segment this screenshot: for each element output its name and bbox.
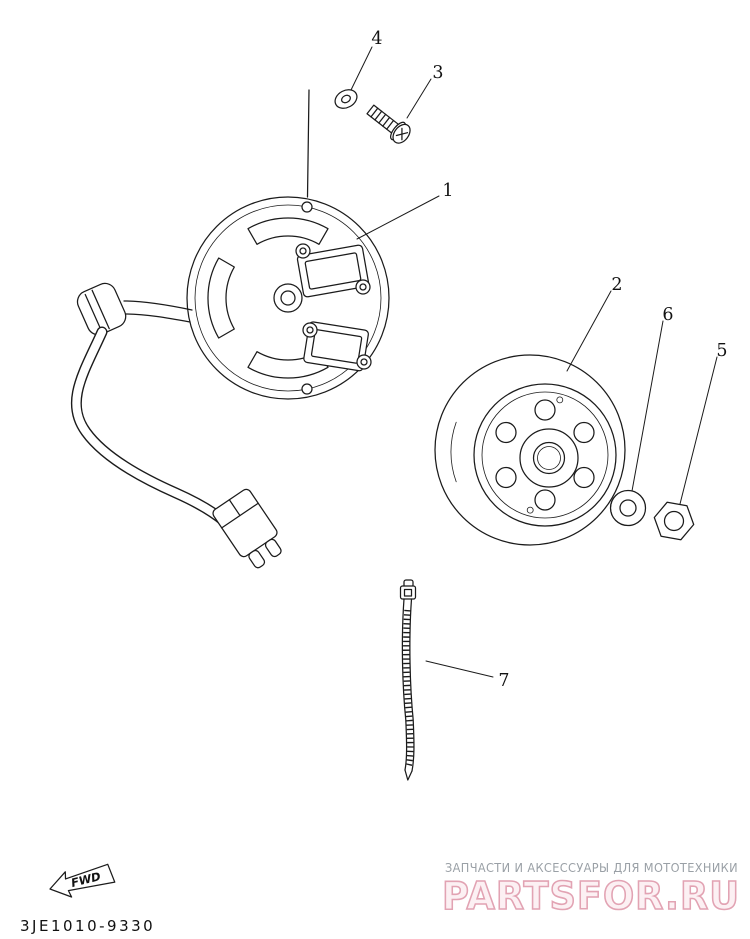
- watermark-tagline: ЗАПЧАСТИ И АКСЕССУАРЫ ДЛЯ МОТОТЕХНИКИ: [445, 861, 738, 875]
- plate-center-boss: [273, 283, 303, 313]
- plate-slot-left: [207, 257, 235, 339]
- pickup-coil-upper: [296, 244, 370, 298]
- plain-washer: [609, 489, 647, 527]
- stator-assembly: [70, 89, 390, 569]
- cable-tie: [399, 579, 417, 781]
- rotor-hole: [573, 421, 595, 444]
- leader-4: [350, 46, 373, 91]
- callout-1: 1: [442, 181, 453, 201]
- rotor-hole: [534, 399, 556, 421]
- wire-connector: [212, 488, 282, 569]
- wire-grommet: [76, 282, 127, 336]
- nut: [653, 501, 695, 541]
- source-coil-lower: [303, 321, 369, 372]
- leader-6: [631, 320, 664, 492]
- callout-6: 6: [662, 305, 673, 325]
- watermark-brand: PARTSFOR.RU: [442, 874, 740, 918]
- leader-2: [566, 290, 612, 372]
- stator-plate-outline: [186, 196, 390, 400]
- rotor-hub: [519, 428, 579, 488]
- callout-5: 5: [716, 341, 727, 361]
- plate-slot-bottom: [247, 351, 329, 379]
- wire-harness: [70, 326, 230, 527]
- rotor-rim: [434, 354, 626, 546]
- plate-slot-top: [247, 217, 329, 245]
- callout-4: 4: [371, 29, 382, 49]
- rotor-hole: [573, 466, 595, 489]
- leader-3: [406, 78, 432, 119]
- rotor-hole: [495, 466, 517, 489]
- mount-axis-line: [306, 89, 310, 198]
- callouts: 1 2 3 4 5 6 7: [371, 29, 727, 691]
- watermark: ЗАПЧАСТИ И АКСЕССУАРЫ ДЛЯ МОТОТЕХНИКИ PA…: [441, 861, 740, 919]
- callout-7: 7: [498, 671, 509, 691]
- plate-screw-hole-bottom: [301, 383, 313, 395]
- flywheel-rotor: [434, 354, 626, 546]
- leader-7: [425, 660, 494, 678]
- leader-lines: [350, 46, 718, 678]
- screw: [366, 104, 411, 144]
- leader-1: [356, 195, 440, 240]
- leader-5: [679, 356, 718, 505]
- rotor-hole: [495, 421, 517, 444]
- diagram-code: 3JE1010-9330: [20, 917, 155, 935]
- callout-3: 3: [432, 63, 443, 83]
- plate-screw-hole-top: [301, 201, 313, 213]
- callout-2: 2: [611, 275, 622, 295]
- rotor-face: [473, 383, 617, 527]
- fwd-arrow: FWD: [49, 863, 116, 898]
- rotor-hole: [534, 489, 556, 511]
- small-washer: [334, 89, 358, 109]
